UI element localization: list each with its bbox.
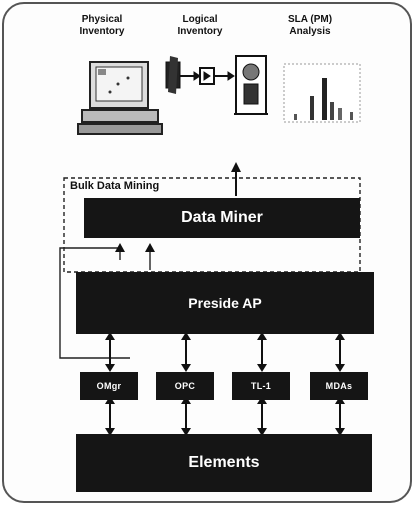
interface-mdas-label: MDAs: [325, 381, 353, 391]
elements-block: Elements: [76, 434, 372, 492]
bulk-data-mining-label: Bulk Data Mining: [70, 180, 160, 192]
interface-tl1: TL-1: [232, 372, 290, 400]
bulk-mining-boundary: [63, 177, 361, 273]
interface-mdas: MDAs: [310, 372, 368, 400]
interface-omgr: OMgr: [80, 372, 138, 400]
interface-opc-label: OPC: [174, 381, 196, 391]
interface-omgr-label: OMgr: [96, 381, 122, 391]
computer-icon: [77, 61, 163, 135]
preside-ap-block: Preside AP: [76, 272, 374, 334]
physical-inventory-header: Physical Inventory: [79, 14, 125, 37]
ap-interface-connectors: [109, 336, 341, 368]
logical-flow-icon: [165, 55, 268, 115]
sla-chart-icon: [283, 63, 361, 123]
logical-inventory-header: Logical Inventory: [177, 14, 223, 37]
preside-ap-label: Preside AP: [188, 295, 262, 311]
data-miner-block: Data Miner: [84, 198, 360, 238]
interface-opc: OPC: [156, 372, 214, 400]
sla-analysis-header: SLA (PM) Analysis: [287, 14, 333, 37]
interface-tl1-label: TL-1: [250, 381, 272, 391]
data-miner-label: Data Miner: [181, 209, 263, 226]
interface-element-connectors: [109, 400, 341, 432]
elements-label: Elements: [188, 454, 260, 471]
